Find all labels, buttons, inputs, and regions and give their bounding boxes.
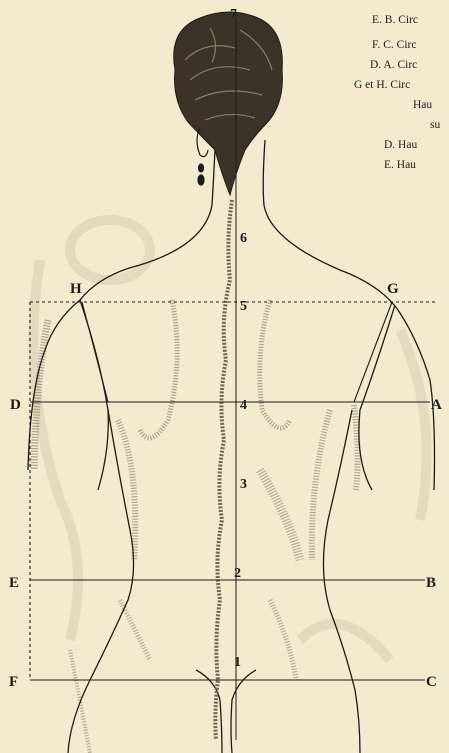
point-label-b: B xyxy=(426,575,436,591)
body-outline xyxy=(28,140,435,753)
point-label-f: F xyxy=(9,674,18,690)
legend-line: D. A. Circ xyxy=(370,59,417,71)
point-label-e: E xyxy=(9,575,19,591)
legend-line: E. Hau xyxy=(384,159,416,171)
spine-number-5: 5 xyxy=(240,299,247,314)
measurement-legend: E. B. Circ F. C. Circ D. A. Circ G et H.… xyxy=(354,14,440,171)
point-label-g: G xyxy=(387,281,399,297)
background-ghost-figure xyxy=(33,220,426,660)
spine-number-2: 2 xyxy=(234,566,241,581)
spine-number-6: 6 xyxy=(240,231,247,246)
point-label-a: A xyxy=(431,397,442,413)
legend-line: D. Hau xyxy=(384,139,417,151)
spine-number-3: 3 xyxy=(240,477,247,492)
spine-number-4: 4 xyxy=(240,398,247,413)
legend-line: E. B. Circ xyxy=(372,14,418,26)
point-label-c: C xyxy=(426,674,437,690)
measurement-lines xyxy=(30,302,430,680)
point-label-h: H xyxy=(70,281,82,297)
back-shading xyxy=(34,300,358,753)
line-h-to-d xyxy=(82,302,108,402)
dashed-measurement-frame xyxy=(30,302,436,680)
legend-line: G et H. Circ xyxy=(354,79,410,91)
legend-line: Hau xyxy=(413,99,432,111)
point-label-d: D xyxy=(10,397,21,413)
legend-line: su xyxy=(430,119,440,131)
line-g-to-a xyxy=(354,302,392,402)
spine-number-7: 7 xyxy=(230,7,237,22)
hair-bun xyxy=(174,12,283,195)
spine xyxy=(215,200,232,740)
legend-line: F. C. Circ xyxy=(372,39,416,51)
spine-number-1: 1 xyxy=(234,655,241,670)
